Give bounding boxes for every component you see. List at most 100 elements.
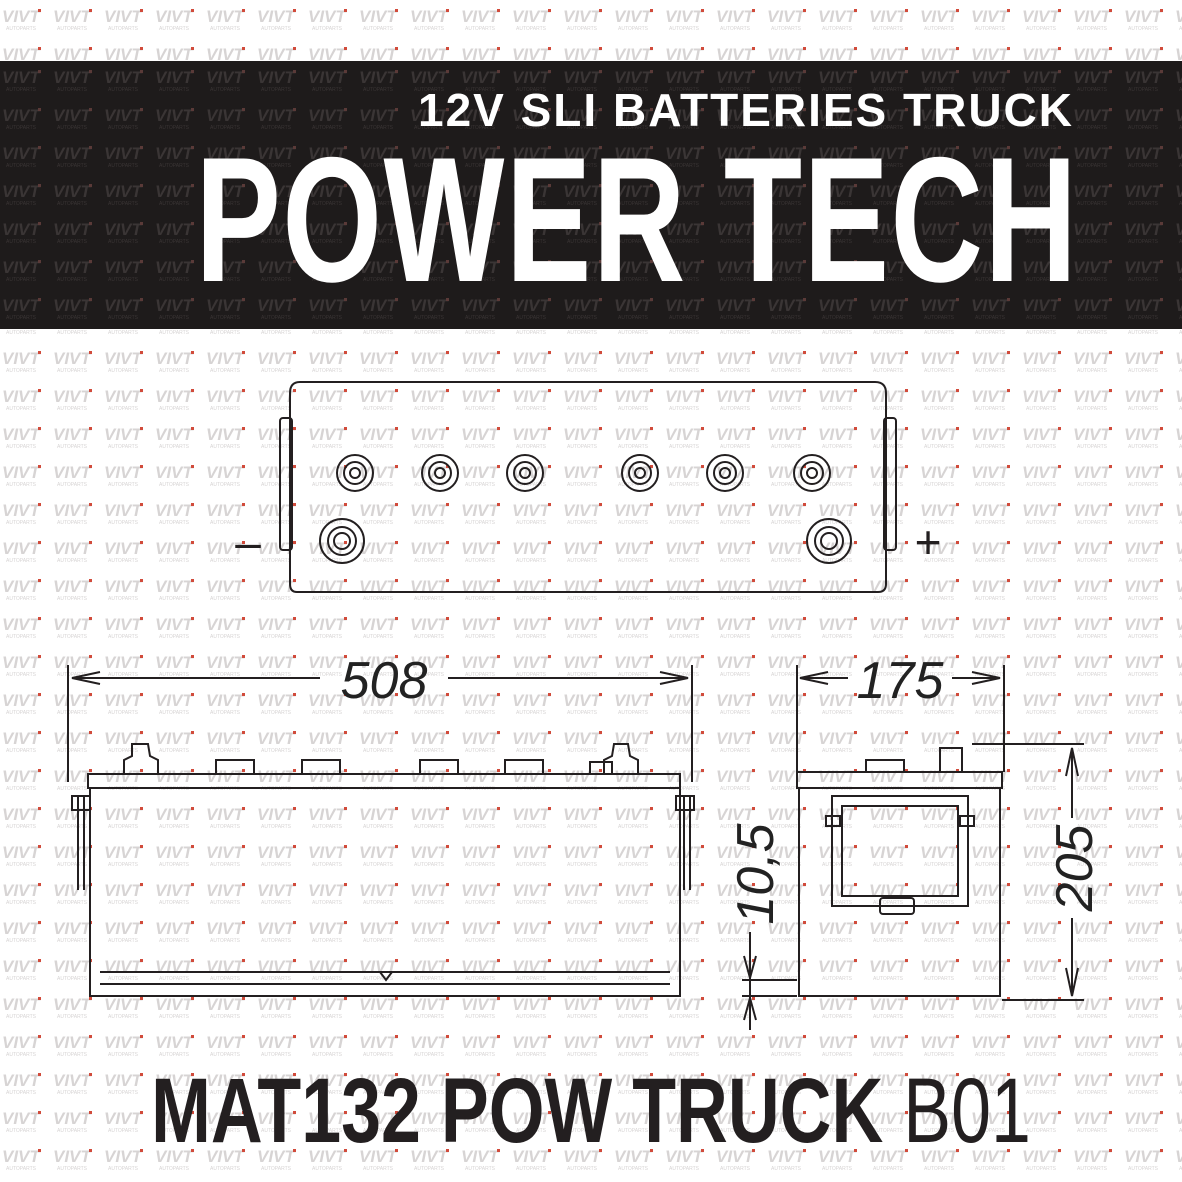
svg-text:VIVT: VIVT <box>308 7 347 26</box>
svg-text:AUTOPARTS: AUTOPARTS <box>159 87 190 93</box>
svg-text:AUTOPARTS: AUTOPARTS <box>669 1166 700 1172</box>
svg-text:AUTOPARTS: AUTOPARTS <box>108 87 139 93</box>
svg-text:VIVT: VIVT <box>1073 296 1112 315</box>
svg-text:AUTOPARTS: AUTOPARTS <box>1077 330 1108 336</box>
svg-text:AUTOPARTS: AUTOPARTS <box>6 277 37 283</box>
svg-text:VIVT: VIVT <box>563 7 602 26</box>
svg-text:AUTOPARTS: AUTOPARTS <box>618 330 649 336</box>
svg-text:AUTOPARTS: AUTOPARTS <box>873 1166 904 1172</box>
svg-text:VIVT: VIVT <box>971 45 1010 64</box>
svg-text:AUTOPARTS: AUTOPARTS <box>924 330 955 336</box>
svg-text:VIVT: VIVT <box>104 45 143 64</box>
svg-text:AUTOPARTS: AUTOPARTS <box>57 330 88 336</box>
svg-text:AUTOPARTS: AUTOPARTS <box>57 87 88 93</box>
svg-text:AUTOPARTS: AUTOPARTS <box>720 26 751 32</box>
svg-text:VIVT: VIVT <box>359 68 398 87</box>
svg-text:AUTOPARTS: AUTOPARTS <box>771 330 802 336</box>
svg-text:VIVT: VIVT <box>1124 106 1163 125</box>
svg-text:AUTOPARTS: AUTOPARTS <box>6 163 37 169</box>
svg-text:AUTOPARTS: AUTOPARTS <box>822 330 853 336</box>
svg-text:AUTOPARTS: AUTOPARTS <box>6 87 37 93</box>
svg-text:AUTOPARTS: AUTOPARTS <box>720 330 751 336</box>
svg-text:VIVT: VIVT <box>257 68 296 87</box>
svg-text:AUTOPARTS: AUTOPARTS <box>1128 330 1159 336</box>
vent-cap-row <box>336 454 831 492</box>
svg-text:AUTOPARTS: AUTOPARTS <box>516 26 547 32</box>
svg-text:AUTOPARTS: AUTOPARTS <box>1128 201 1159 207</box>
battery-top-view <box>279 381 897 593</box>
svg-text:VIVT: VIVT <box>155 7 194 26</box>
svg-text:AUTOPARTS: AUTOPARTS <box>1077 163 1108 169</box>
svg-text:AUTOPARTS: AUTOPARTS <box>1128 277 1159 283</box>
svg-text:VIVT: VIVT <box>53 68 92 87</box>
svg-text:AUTOPARTS: AUTOPARTS <box>159 315 190 321</box>
svg-text:VIVT: VIVT <box>308 45 347 64</box>
svg-text:AUTOPARTS: AUTOPARTS <box>1026 1166 1057 1172</box>
svg-text:VIVT: VIVT <box>1124 7 1163 26</box>
svg-text:AUTOPARTS: AUTOPARTS <box>57 239 88 245</box>
svg-text:VIVT: VIVT <box>1175 106 1182 125</box>
svg-text:AUTOPARTS: AUTOPARTS <box>210 87 241 93</box>
svg-text:AUTOPARTS: AUTOPARTS <box>669 26 700 32</box>
svg-text:VIVT: VIVT <box>1124 45 1163 64</box>
svg-text:AUTOPARTS: AUTOPARTS <box>1128 125 1159 131</box>
svg-text:AUTOPARTS: AUTOPARTS <box>57 277 88 283</box>
model-suffix: B01 <box>903 1060 1031 1162</box>
svg-text:AUTOPARTS: AUTOPARTS <box>1077 239 1108 245</box>
svg-text:AUTOPARTS: AUTOPARTS <box>108 26 139 32</box>
svg-text:AUTOPARTS: AUTOPARTS <box>822 26 853 32</box>
svg-text:VIVT: VIVT <box>1073 7 1112 26</box>
svg-text:VIVT: VIVT <box>359 7 398 26</box>
svg-text:AUTOPARTS: AUTOPARTS <box>210 330 241 336</box>
svg-text:AUTOPARTS: AUTOPARTS <box>57 163 88 169</box>
svg-text:VIVT: VIVT <box>53 296 92 315</box>
svg-text:AUTOPARTS: AUTOPARTS <box>6 239 37 245</box>
svg-text:AUTOPARTS: AUTOPARTS <box>108 201 139 207</box>
svg-text:AUTOPARTS: AUTOPARTS <box>1128 87 1159 93</box>
svg-text:VIVT: VIVT <box>1124 182 1163 201</box>
svg-text:AUTOPARTS: AUTOPARTS <box>1128 26 1159 32</box>
svg-text:VIVT: VIVT <box>1073 45 1112 64</box>
svg-text:VIVT: VIVT <box>665 45 704 64</box>
svg-text:AUTOPARTS: AUTOPARTS <box>363 87 394 93</box>
svg-text:VIVT: VIVT <box>206 68 245 87</box>
svg-text:VIVT: VIVT <box>1124 258 1163 277</box>
svg-text:VIVT: VIVT <box>1124 68 1163 87</box>
svg-text:VIVT: VIVT <box>869 7 908 26</box>
svg-text:AUTOPARTS: AUTOPARTS <box>108 315 139 321</box>
svg-text:VIVT: VIVT <box>665 7 704 26</box>
svg-text:VIVT: VIVT <box>53 220 92 239</box>
svg-text:AUTOPARTS: AUTOPARTS <box>873 26 904 32</box>
svg-text:VIVT: VIVT <box>512 7 551 26</box>
svg-text:AUTOPARTS: AUTOPARTS <box>1077 125 1108 131</box>
svg-text:AUTOPARTS: AUTOPARTS <box>1179 26 1182 32</box>
svg-text:VIVT: VIVT <box>1073 106 1112 125</box>
svg-text:AUTOPARTS: AUTOPARTS <box>1077 1166 1108 1172</box>
svg-text:VIVT: VIVT <box>461 45 500 64</box>
svg-text:VIVT: VIVT <box>1175 296 1182 315</box>
svg-text:AUTOPARTS: AUTOPARTS <box>6 330 37 336</box>
svg-text:AUTOPARTS: AUTOPARTS <box>924 26 955 32</box>
svg-text:AUTOPARTS: AUTOPARTS <box>108 277 139 283</box>
svg-text:VIVT: VIVT <box>359 45 398 64</box>
svg-text:VIVT: VIVT <box>1022 7 1061 26</box>
svg-text:AUTOPARTS: AUTOPARTS <box>159 26 190 32</box>
svg-text:VIVT: VIVT <box>104 296 143 315</box>
svg-text:AUTOPARTS: AUTOPARTS <box>210 26 241 32</box>
svg-text:VIVT: VIVT <box>53 7 92 26</box>
svg-text:VIVT: VIVT <box>2 296 41 315</box>
svg-text:VIVT: VIVT <box>206 7 245 26</box>
svg-text:AUTOPARTS: AUTOPARTS <box>567 26 598 32</box>
svg-text:AUTOPARTS: AUTOPARTS <box>516 330 547 336</box>
svg-text:VIVT: VIVT <box>104 106 143 125</box>
svg-text:AUTOPARTS: AUTOPARTS <box>261 330 292 336</box>
svg-text:VIVT: VIVT <box>1175 258 1182 277</box>
svg-text:VIVT: VIVT <box>461 7 500 26</box>
svg-text:VIVT: VIVT <box>53 106 92 125</box>
svg-text:AUTOPARTS: AUTOPARTS <box>159 125 190 131</box>
svg-text:VIVT: VIVT <box>1124 144 1163 163</box>
svg-text:AUTOPARTS: AUTOPARTS <box>261 1166 292 1172</box>
svg-text:VIVT: VIVT <box>1073 68 1112 87</box>
svg-text:VIVT: VIVT <box>920 45 959 64</box>
svg-text:AUTOPARTS: AUTOPARTS <box>363 1166 394 1172</box>
